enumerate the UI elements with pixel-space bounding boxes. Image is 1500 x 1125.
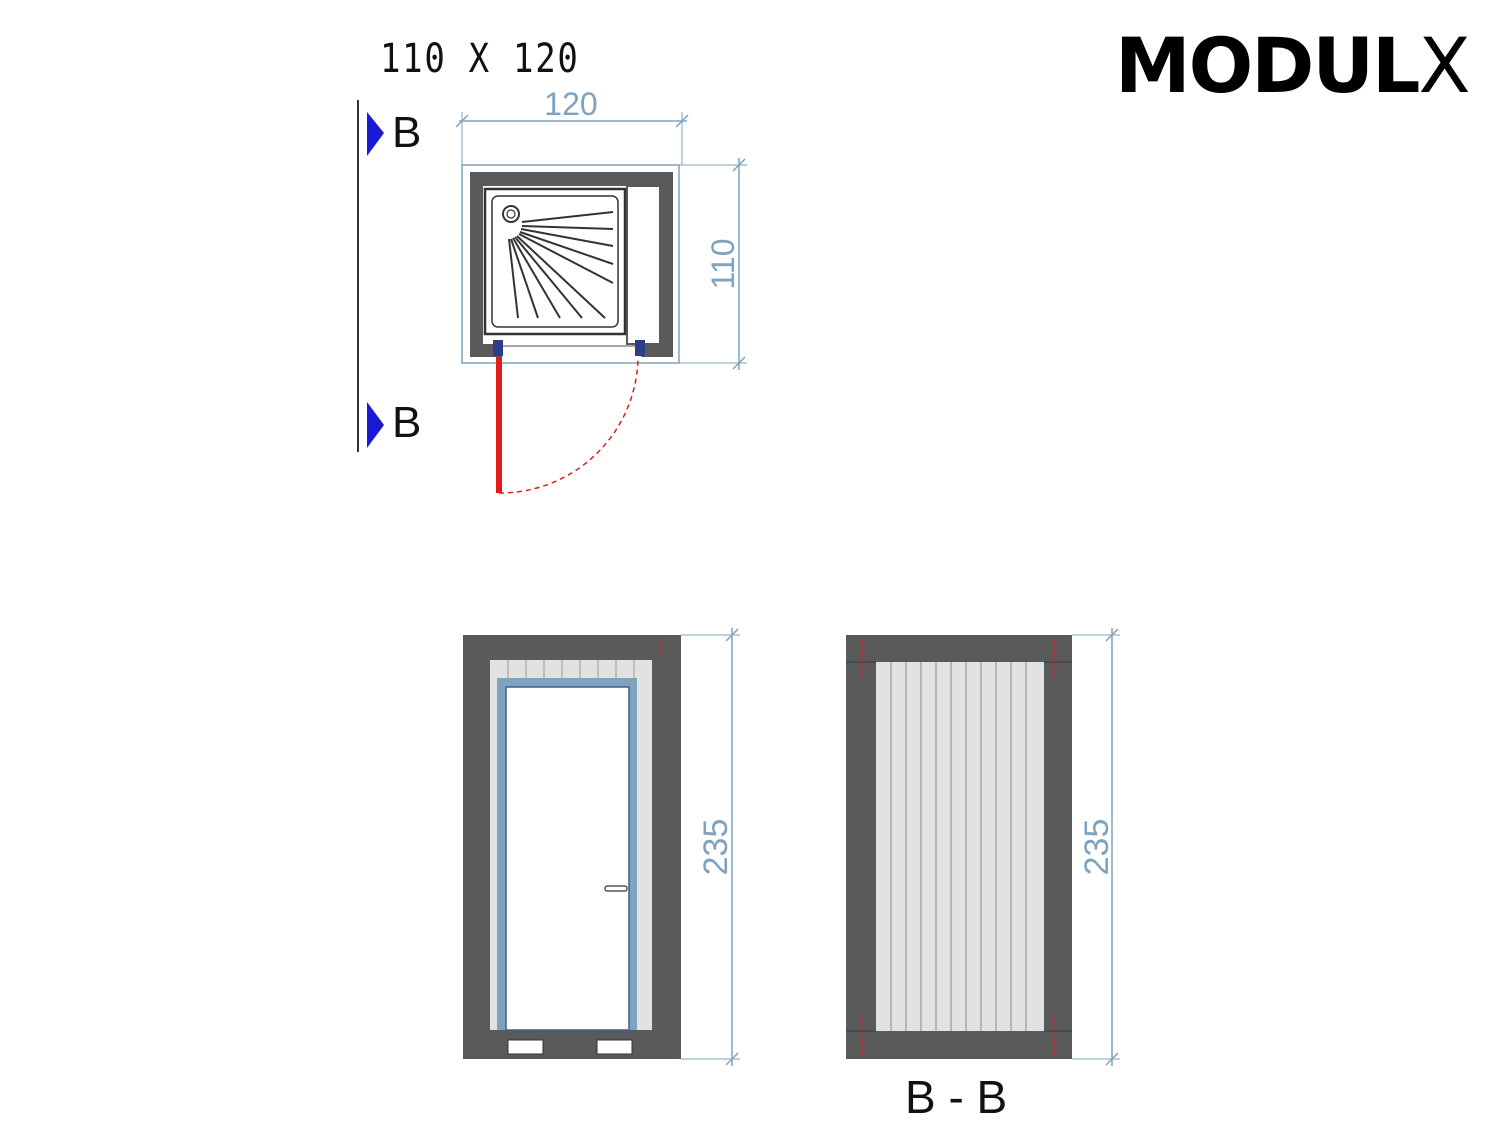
width-dimension-label: 120 xyxy=(544,86,597,122)
depth-dim-tick-top xyxy=(732,158,746,172)
plan-wall-top xyxy=(470,172,673,186)
width-dim-tick-left xyxy=(455,114,469,128)
section-frame-joints xyxy=(846,661,1072,1032)
door-swing-arc xyxy=(498,359,639,494)
front-height-label: 235 xyxy=(697,819,735,876)
section-marker-arrow-bottom xyxy=(367,402,384,448)
section-marker-label-bottom: B xyxy=(392,398,422,447)
section-frame-marks xyxy=(862,640,1055,1056)
plan-inner-partition xyxy=(626,185,661,345)
section-marker-arrow-top xyxy=(367,112,384,156)
door-handle xyxy=(604,885,628,892)
section-panel-slats xyxy=(890,662,1027,1031)
plan-wall-right xyxy=(660,172,673,357)
depth-dimension-label: 110 xyxy=(705,238,741,289)
front-height-tick-top xyxy=(725,628,739,642)
front-height-tick-bottom xyxy=(725,1052,739,1066)
section-marker-label-top: B xyxy=(392,108,422,157)
door-hinge-left xyxy=(493,340,503,356)
plan-view: 120 110 xyxy=(357,86,747,494)
section-height-tick-bottom xyxy=(1105,1052,1119,1066)
shower-drain-icon xyxy=(502,205,520,223)
plan-wall-bottom-right xyxy=(641,344,673,357)
shower-drain-inner xyxy=(506,209,516,219)
width-dim-tick-right xyxy=(675,114,689,128)
size-label: 110 X 120 xyxy=(380,36,580,82)
plan-wall-left xyxy=(470,172,483,357)
front-panel-slats xyxy=(507,660,635,680)
section-height-label: 235 xyxy=(1078,819,1116,876)
section-title: B - B xyxy=(905,1071,1008,1123)
logo-accent-text: X xyxy=(1418,21,1471,110)
section-panel-area xyxy=(876,662,1044,1031)
section-height-tick-top xyxy=(1105,628,1119,642)
logo-main-text: MODUL xyxy=(1115,21,1420,110)
front-door-leaf xyxy=(505,686,630,1031)
brand-logo: MODULX xyxy=(1115,28,1471,104)
vent-right xyxy=(596,1039,633,1055)
door-hinge-right xyxy=(635,340,645,356)
depth-dim-tick-bottom xyxy=(732,356,746,370)
section-view: 235 xyxy=(846,628,1120,1066)
shower-tray-slope-lines xyxy=(508,211,614,319)
front-elevation: 235 xyxy=(463,628,740,1066)
vent-left xyxy=(507,1039,544,1055)
